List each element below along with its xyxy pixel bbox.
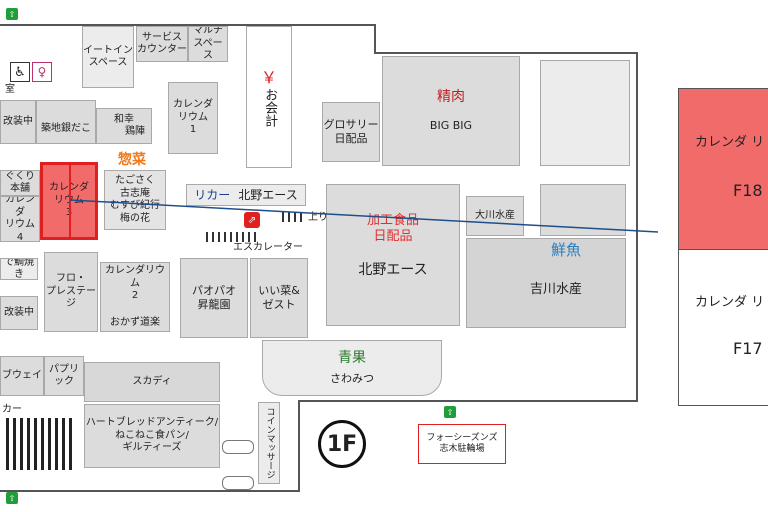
oogawa-suisan: 大川水産 (466, 196, 524, 236)
kitano-ace-label: 北野エース (358, 261, 428, 278)
fish-side-block (540, 184, 626, 236)
yoshikawa-label: 吉川水産 (529, 281, 582, 297)
inset-f17-label: カレンダ リ (695, 295, 765, 310)
eatin-space: イートイン スペース (82, 26, 134, 88)
back-wall-right (540, 60, 630, 166)
ryori-honpo: ぐくり本舗 (0, 170, 40, 196)
tadasaku-block: たごさく 古志庵 むすび紀行 梅の花 (104, 170, 166, 230)
wako-tsurube: 和幸 鶏陣 (96, 108, 152, 144)
floor-wall-bottom-right (298, 400, 638, 402)
floor-label: 1F (326, 431, 358, 457)
sawamitsu-label: さわみつ (330, 371, 374, 385)
escalator-icon: ⇗ (244, 212, 260, 228)
repair-area-2: 改装中 (0, 296, 38, 330)
floor-wall-far-right (636, 52, 638, 402)
iinasai-zest: いい菜& ゼスト (250, 258, 308, 338)
checkout-label: お会計 (262, 87, 278, 127)
wheelchair-icon: ♿ (10, 62, 30, 82)
floor-wall-right (374, 24, 376, 54)
subway: ブウェイ (0, 356, 44, 396)
calendarium-3-divider (69, 165, 71, 237)
paprika: パプリック (44, 356, 84, 396)
grocery-block: グロサリー 日配品 (322, 102, 380, 162)
meat-title: 精肉 (437, 89, 465, 106)
liquor-counter: リカー 北野エース (186, 184, 306, 206)
calendarium-2: カレンダリウム 2 おかず道楽 (100, 262, 170, 332)
scadi: スカディ (84, 362, 220, 402)
inset-f18-floor: F18 (733, 181, 763, 200)
calendarium-2-label: カレンダリウム 2 (105, 265, 165, 301)
multi-space: マルチ スペース (188, 26, 228, 62)
kitano-liquor-label: 北野エース (238, 187, 298, 202)
inset-f18-label: カレンダ リ (695, 135, 765, 150)
floor-wall-top (0, 24, 376, 26)
service-counter: サービス カウンター (136, 26, 188, 62)
escalator-steps (206, 232, 258, 242)
escalator-label: エスカレーター (233, 242, 303, 253)
floor-inset: カレンダ リ F18 カレンダ リ F17 (678, 88, 768, 406)
bigbig-label: BIG BIG (429, 118, 473, 132)
sozai-title: 惣菜 (118, 152, 146, 168)
massage-chair-icon (222, 440, 254, 454)
floor-wall-top-right (374, 52, 638, 54)
heartbread: ハートブレッドアンティーク/ ねこねこ食パン/ ギルティーズ (84, 404, 220, 468)
floor-wall-bottom-step (298, 400, 300, 492)
baby-room-icon: ♀ (32, 62, 52, 82)
inset-f17-floor: F17 (733, 339, 763, 358)
exit-sign-icon: ⇧ (444, 406, 456, 418)
exit-sign-icon: ⇧ (6, 492, 18, 504)
produce-title: 青果 (338, 350, 366, 367)
massage-chair-icon (222, 476, 254, 490)
meat-area: 精肉 BIG BIG (382, 56, 520, 166)
car-label: カー (2, 404, 22, 415)
floor-wall-bottom (0, 490, 300, 492)
inset-f18[interactable]: カレンダ リ F18 (679, 89, 768, 250)
parking-stripes (6, 418, 76, 470)
tsurube-label: 鶏陣 (125, 126, 145, 137)
wako-label: 和幸 (114, 113, 134, 125)
calendarium-4: カレンダ リウム 4 (0, 196, 40, 242)
fish-area: 鮮魚 吉川水産 (466, 238, 626, 328)
kitano-ace-area: 加工食品 日配品 北野エース (326, 184, 460, 326)
fourseasons-parking: フォーシーズンズ 志木駐輪場 (418, 424, 506, 464)
room-label: 室 (5, 84, 15, 95)
liquor-label: リカー (194, 187, 231, 202)
taiyaki: で鯛焼き (0, 258, 38, 280)
processed-food-title: 加工食品 日配品 (366, 213, 419, 245)
escalator-steps-upper (282, 212, 306, 222)
checkout-area: ￥ お会計 (246, 26, 292, 168)
exit-sign-icon: ⇧ (6, 8, 18, 20)
inset-f17[interactable]: カレンダ リ F17 (679, 249, 768, 405)
flo-prestige: フロ・ プレステージ (44, 252, 98, 332)
calendarium-1: カレンダ リウム 1 (168, 82, 218, 154)
yen-icon: ￥ (260, 67, 277, 87)
floor-badge: 1F (318, 420, 366, 468)
fish-title: 鮮魚 (550, 241, 581, 259)
produce-area: 青果 さわみつ (262, 340, 442, 396)
paopao: パオパオ 昇龍園 (180, 258, 248, 338)
tsukiji-gindaco: 築地銀だこ (36, 100, 96, 144)
coin-massage: コインマッサージ (258, 402, 280, 484)
okazu-label: おかず道楽 (110, 316, 160, 328)
repair-area: 改装中 (0, 100, 36, 144)
